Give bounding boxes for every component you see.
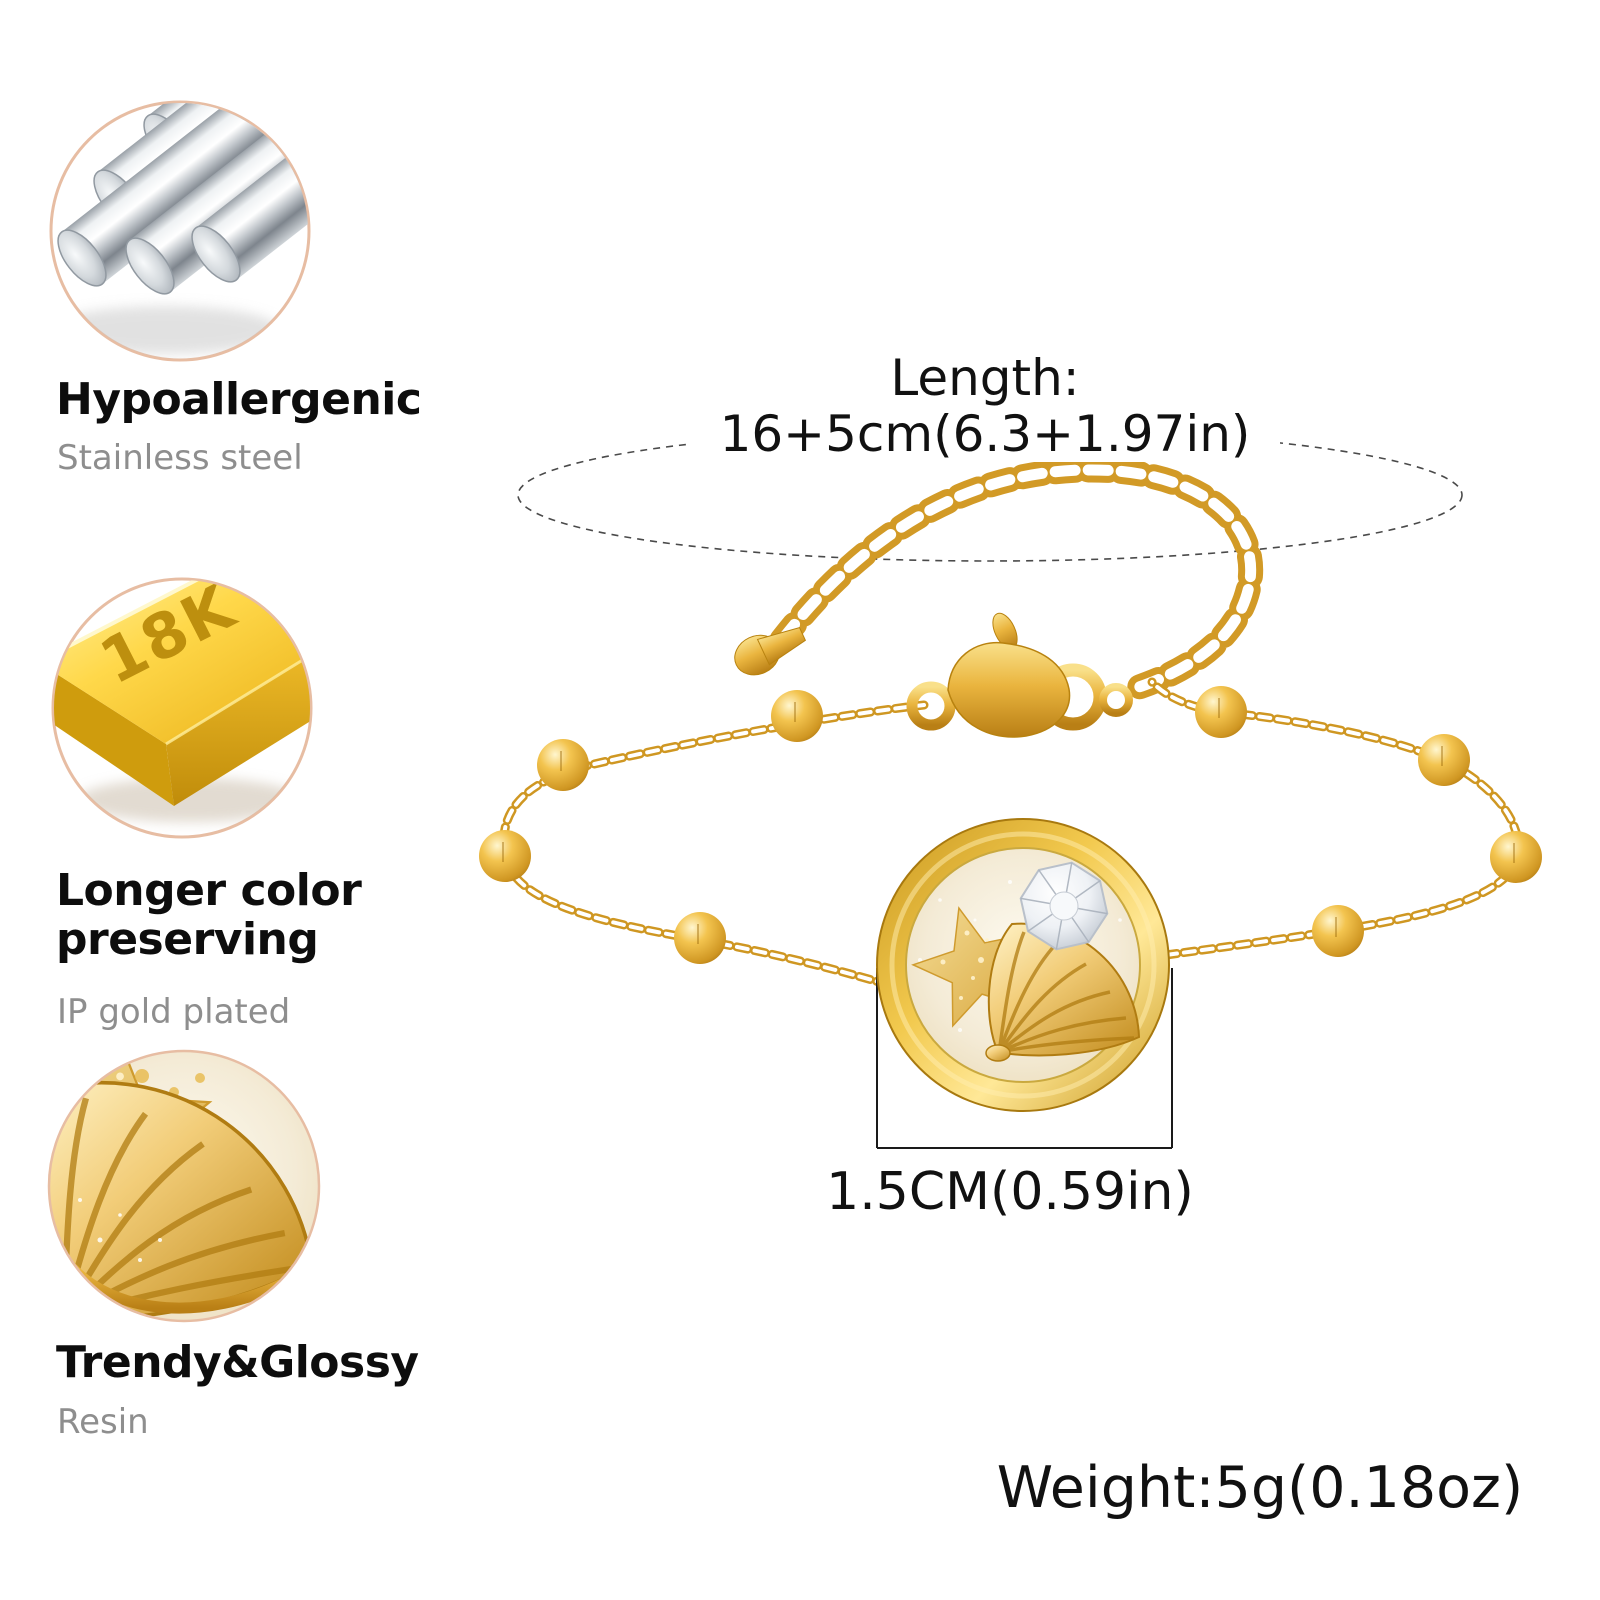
length-value: 16+5cm(6.3+1.97in) (719, 405, 1251, 463)
feature-photo-resin-closeup (47, 1049, 321, 1323)
feature-subtitle-resin: Resin (57, 1402, 149, 1442)
feature-photo-steel-rods (49, 100, 311, 362)
pendant-diameter-annotation: 1.5CM(0.59in) (826, 1162, 1194, 1222)
feature-title-trendy-glossy: Trendy&Glossy (56, 1337, 419, 1388)
lobster-clasp (906, 612, 1133, 738)
length-annotation: Length: 16+5cm(6.3+1.97in) (690, 350, 1280, 462)
crystal-stone (1019, 861, 1109, 951)
feature-subtitle-stainless-steel: Stainless steel (57, 438, 303, 478)
feature-title-hypoallergenic: Hypoallergenic (56, 374, 422, 425)
feature-photo-gold-bar: 18K (51, 577, 313, 839)
gold-beads (479, 686, 1542, 964)
feature-subtitle-ip-gold-plated: IP gold plated (57, 992, 291, 1032)
extender-chain (769, 457, 1264, 703)
pendant (876, 818, 1170, 1112)
pendant-size-bracket (876, 968, 1173, 1149)
feature-title-color-preserving: Longer color preserving (56, 865, 362, 966)
length-label: Length: (890, 349, 1080, 407)
weight-annotation: Weight:5g(0.18oz) (996, 1455, 1524, 1521)
length-callout-ellipse (517, 428, 1463, 562)
teardrop-end-tip (734, 626, 807, 676)
